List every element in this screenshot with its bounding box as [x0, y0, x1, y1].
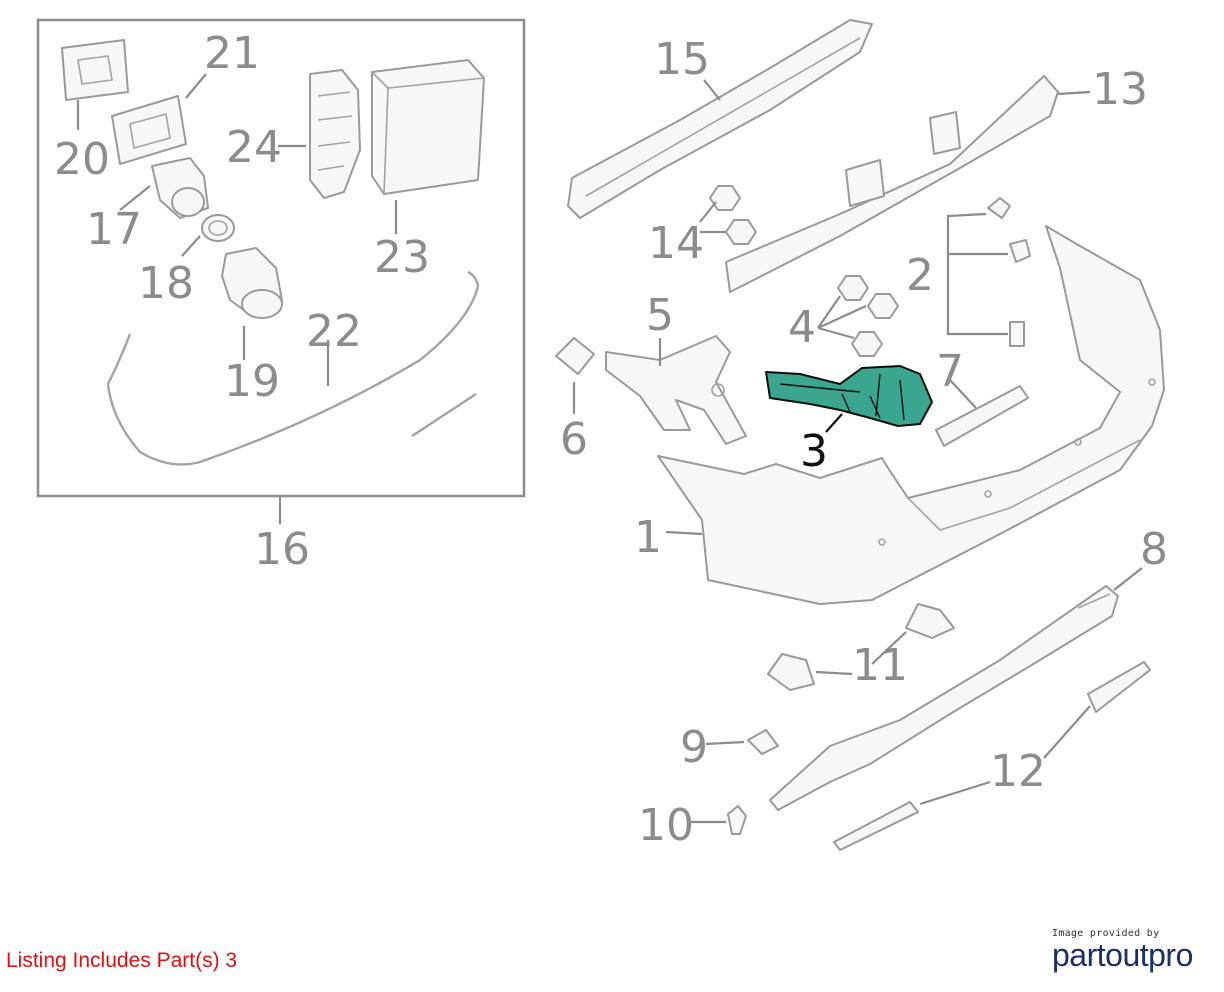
- callout-13: 13: [1092, 64, 1148, 115]
- callout-24: 24: [226, 122, 282, 173]
- part-1-bumper-cover: [657, 225, 1165, 605]
- callout-14: 14: [648, 218, 704, 269]
- image-credit: Image provided by partoutpro: [1052, 928, 1212, 974]
- credit-caption: Image provided by: [1052, 928, 1160, 939]
- callout-18: 18: [138, 258, 194, 309]
- callout-21: 21: [204, 28, 260, 79]
- part-5-bracket: [605, 335, 747, 445]
- part-4-nuts: [837, 275, 899, 357]
- part-2-bolts: [987, 197, 1031, 347]
- part-3-bracket-highlighted: [765, 365, 933, 427]
- callout-22: 22: [306, 306, 362, 357]
- part-12-trim-lower: [833, 801, 919, 851]
- part-11-bracket-a: [767, 653, 815, 691]
- callout-9: 9: [680, 722, 708, 773]
- callout-11: 11: [852, 640, 908, 691]
- callout-10: 10: [638, 800, 694, 851]
- part-9-clip: [747, 729, 779, 755]
- part-12-trim-upper: [1087, 661, 1151, 713]
- callout-2: 2: [906, 250, 934, 301]
- callout-16: 16: [254, 524, 310, 575]
- part-13-absorber: [725, 75, 1059, 293]
- part-10-pin: [727, 805, 747, 835]
- part-24-bracket: [309, 69, 361, 199]
- part-14-nuts: [709, 185, 757, 245]
- part-15-reinforcement: [567, 19, 873, 219]
- listing-note: Listing Includes Part(s) 3: [6, 949, 238, 972]
- part-11-bracket-b: [905, 603, 955, 639]
- callout-1: 1: [634, 512, 662, 563]
- callout-7: 7: [936, 346, 964, 397]
- part-6-clip: [555, 337, 595, 375]
- callout-15: 15: [654, 34, 710, 85]
- callout-17: 17: [86, 204, 142, 255]
- part-18-ring: [201, 214, 235, 242]
- callout-4: 4: [788, 302, 816, 353]
- part-23-module: [371, 59, 485, 195]
- callout-6: 6: [560, 414, 588, 465]
- partoutpro-logo: partoutpro: [1052, 937, 1193, 973]
- part-19-sensor: [221, 247, 283, 319]
- part-8-diffuser: [769, 585, 1119, 811]
- part-7-bracket: [935, 385, 1029, 447]
- part-20-gasket: [61, 39, 129, 101]
- callout-23: 23: [374, 232, 430, 283]
- callout-3: 3: [800, 426, 828, 477]
- part-21-holder-plate: [111, 95, 187, 165]
- callout-20: 20: [54, 134, 110, 185]
- callout-12: 12: [990, 746, 1046, 797]
- callout-19: 19: [224, 356, 280, 407]
- part-22-harness: [106, 270, 480, 466]
- part-17-sensor: [151, 157, 209, 219]
- callout-8: 8: [1140, 524, 1168, 575]
- callout-5: 5: [646, 290, 674, 341]
